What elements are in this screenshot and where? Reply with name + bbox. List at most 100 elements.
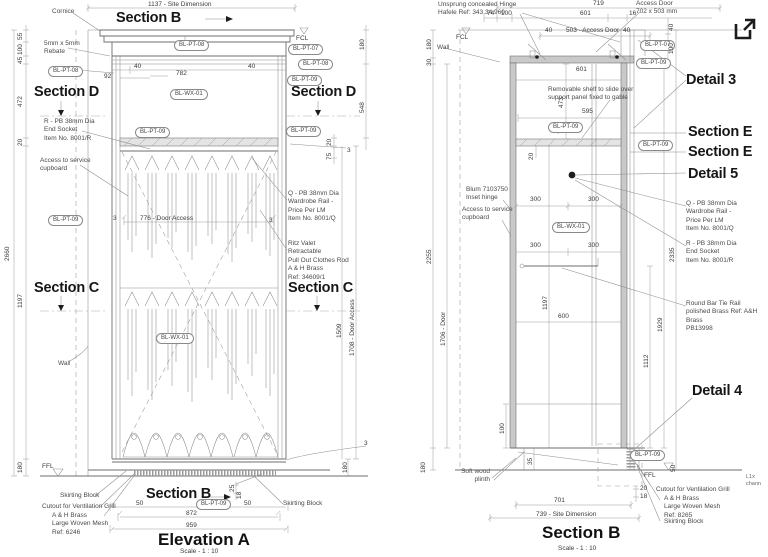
note-vent-left: Cutout for Ventilation Grill (42, 503, 116, 510)
dim-719: 719 (593, 0, 604, 7)
dim-472: 472 (17, 96, 24, 107)
tag-bl-pt-08: BL-PT-08 (48, 66, 84, 77)
level-ffl: FFL (644, 472, 656, 479)
dim-40: 40 (248, 63, 256, 70)
dim-3: 3 (347, 147, 351, 154)
tag-bl-wx-01: BL-WX-01 (156, 333, 194, 344)
tag-bl-wx-01: BL-WX-01 (552, 222, 590, 233)
dim-1112: 1112 (643, 354, 650, 369)
dim-2660: 2660 (4, 246, 11, 261)
note-removable-shelf: Removable shelf to slide over support pa… (548, 86, 634, 102)
marker-section-b-bottom: Section B (146, 486, 212, 502)
dim-25: 25 (229, 484, 236, 492)
dim-door-access-w: 776 - Door Access (140, 215, 194, 222)
note-skirting-right: Skirting Block (664, 518, 704, 525)
marker-detail-4: Detail 4 (692, 383, 742, 399)
dim-35: 35 (527, 457, 534, 465)
dim-1929: 1929 (657, 317, 664, 332)
dim-1197: 1197 (542, 296, 549, 310)
note-mesh-left: A & H Brass Large Woven Mesh Ref: 6246 (52, 512, 109, 536)
tag-bl-pt-09: BL-PT-09 (630, 450, 666, 461)
dim-door-access-h: 1708 - Door Access (349, 299, 356, 356)
dim-20: 20 (17, 138, 24, 146)
dim-100: 100 (499, 423, 506, 434)
dim-40: 40 (623, 27, 631, 34)
note-vent-right: Cutout for Ventilation Grill (656, 486, 730, 493)
dim-92: 92 (104, 73, 112, 80)
dim-782: 782 (176, 70, 187, 77)
dim-16: 16 (629, 10, 637, 17)
dim-18: 18 (236, 491, 243, 499)
view-title-elevation-a: Elevation A (158, 530, 250, 549)
dim-1509: 1509 (336, 323, 343, 338)
note-rebate: 5mm x 5mm Rebate (44, 40, 80, 56)
marker-section-e-1: Section E (688, 124, 753, 140)
dim-595: 595 (582, 108, 593, 115)
note-access-service: Access to service cupboard (40, 157, 91, 173)
tag-bl-pt-07: BL-PT-07 (640, 40, 676, 51)
note-skirting-right: Skirting Block (283, 500, 323, 507)
tag-bl-pt-09: BL-PT-09 (48, 215, 84, 226)
dim-180: 180 (426, 39, 433, 50)
dim-180: 180 (342, 462, 349, 473)
note-wardrobe-rail: Q - PB 38mm Dia Wardrobe Rail - Price Pe… (288, 190, 339, 223)
dim-2335: 2335 (669, 247, 676, 262)
tag-bl-pt-09: BL-PT-09 (548, 122, 584, 133)
marker-section-c-right: Section C (288, 280, 354, 296)
tag-bl-pt-09: BL-PT-09 (636, 58, 672, 69)
note-end-socket: R - PB 38mm Dia End Socket Item No. 8001… (686, 240, 737, 264)
dim-300: 300 (588, 242, 599, 249)
dim-100: 100 (668, 43, 675, 54)
note-soft-wood-plinth: Soft wood plinth (461, 468, 490, 484)
dim-180: 180 (17, 462, 24, 473)
dim-959: 959 (186, 522, 197, 529)
dim-300: 300 (530, 196, 541, 203)
tag-bl-pt-09: BL-PT-09 (286, 126, 322, 137)
dim-30: 30 (426, 58, 433, 66)
dim-1197: 1197 (17, 294, 24, 308)
view-scale-section-b: Scale - 1 : 10 (558, 545, 597, 552)
dim-40: 40 (668, 23, 675, 31)
dim-180: 180 (359, 39, 366, 50)
dim-site-right: 739 - Site Dimension (536, 511, 597, 518)
dim-872: 872 (186, 510, 197, 517)
dim-50: 50 (136, 500, 144, 507)
level-ffl: FFL (42, 463, 54, 470)
note-wall: Wall (437, 44, 450, 51)
dim-45: 45 (17, 56, 24, 64)
marker-section-b-top: Section B (116, 10, 182, 26)
dim-2255: 2255 (426, 249, 433, 264)
marker-section-d-left: Section D (34, 84, 100, 100)
dim-40: 40 (545, 27, 553, 34)
tag-bl-pt-09: BL-PT-09 (135, 127, 171, 138)
expand-icon[interactable] (732, 16, 758, 42)
note-ritz-valet: Ritz Valet Retractable Pull Out Clothes … (288, 240, 349, 281)
level-fcl: FCL (296, 35, 309, 42)
dim-180: 180 (420, 462, 427, 473)
note-access-service: Access to service cupboard (462, 206, 513, 222)
dim-55: 55 (17, 32, 24, 40)
clipped-edge-note: L1x chann (746, 474, 761, 488)
dim-50: 50 (244, 500, 252, 507)
dim-3: 3 (364, 440, 368, 447)
dim-3: 3 (269, 217, 273, 224)
dim-site-left: 1137 - Site Dimension (148, 1, 212, 8)
marker-detail-5: Detail 5 (688, 166, 738, 182)
dim-20: 20 (326, 138, 333, 146)
note-wall: Wall (58, 360, 71, 367)
dim-600: 600 (558, 313, 569, 320)
tag-bl-wx-01: BL-WX-01 (170, 89, 208, 100)
dim-3: 3 (113, 215, 117, 222)
tag-bl-pt-09: BL-PT-09 (196, 499, 232, 510)
view-scale-elevation-a: Scale - 1 : 10 (180, 548, 219, 555)
tag-bl-pt-09: BL-PT-09 (638, 140, 674, 151)
marker-section-d-right: Section D (291, 84, 357, 100)
tag-bl-pt-07: BL-PT-07 (288, 44, 324, 55)
dim-601: 601 (580, 10, 591, 17)
dim-701: 701 (554, 497, 565, 504)
dim-door-h: 1706 - Door (440, 311, 447, 346)
level-fcl: FCL (456, 34, 469, 41)
tag-bl-pt-08: BL-PT-08 (174, 40, 210, 51)
